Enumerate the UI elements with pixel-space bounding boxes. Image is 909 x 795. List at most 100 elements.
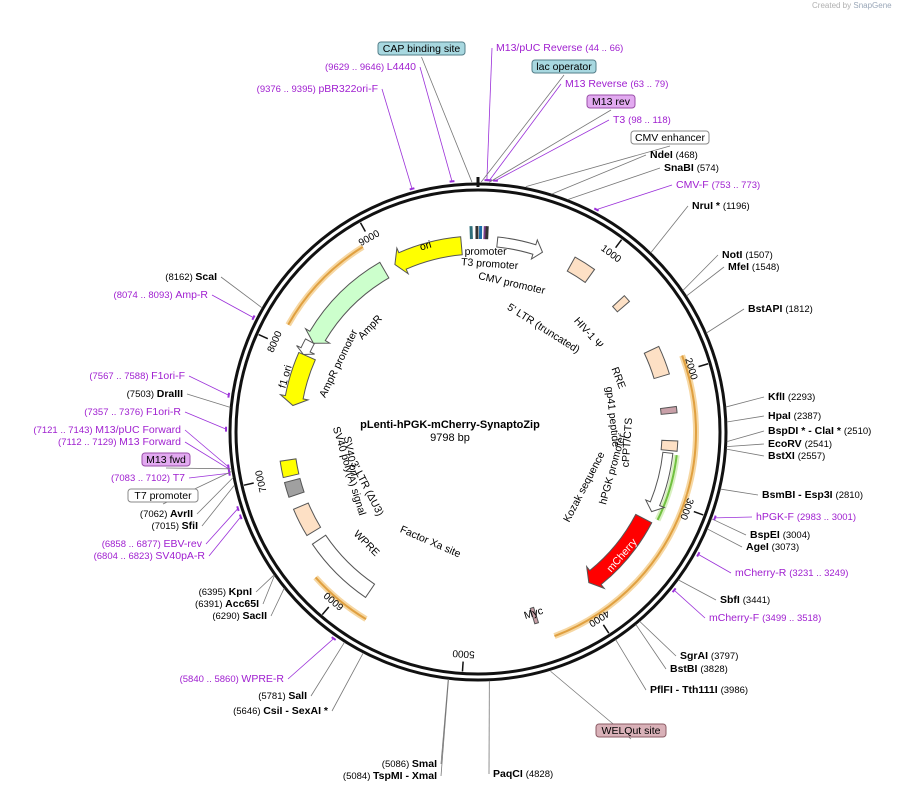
badge-m13-rev[interactable] xyxy=(586,94,636,109)
site-label-bstxi[interactable]: BstXI (2557) xyxy=(768,450,825,462)
feature-rre[interactable] xyxy=(643,345,671,380)
leader-sv40pa-r xyxy=(208,516,242,557)
feature-myc[interactable] xyxy=(529,606,540,625)
badge-cmv-enhancer[interactable] xyxy=(630,130,710,145)
primer-label-f1ori-f[interactable]: (7567 .. 7588) F1ori-F xyxy=(89,370,185,382)
primer-mark-sv40pa-r xyxy=(238,514,243,520)
feature-sv40-poly-a-signal[interactable] xyxy=(283,477,305,498)
site-label-bspei[interactable]: BspEI (3004) xyxy=(750,529,810,541)
feature-ori[interactable] xyxy=(394,236,463,276)
primer-label-l4440[interactable]: (9629 .. 9646) L4440 xyxy=(325,61,416,73)
ruler-tick-6000 xyxy=(321,606,330,616)
origin-marker-4 xyxy=(485,226,489,240)
primer-label-ebv-rev[interactable]: (6858 .. 6877) EBV-rev xyxy=(102,538,203,550)
feature-5-ltr-truncated[interactable] xyxy=(566,256,596,284)
badge-lac-operator[interactable] xyxy=(531,59,597,74)
site-label-bstbi[interactable]: BstBI (3828) xyxy=(670,663,728,675)
leader-pbr322ori-f xyxy=(381,88,413,189)
leader-ndei xyxy=(551,154,647,195)
primer-label-sv40pa-r[interactable]: (6804 .. 6823) SV40pA-R xyxy=(94,550,206,562)
feature-ampr-promoter[interactable] xyxy=(296,338,315,356)
feature-sv40-ori[interactable] xyxy=(279,458,300,479)
primer-label-m13-reverse[interactable]: M13 Reverse (63 .. 79) xyxy=(565,78,668,90)
primer-label-pbr322ori-f[interactable]: (9376 .. 9395) pBR322ori-F xyxy=(257,83,378,95)
site-label-kfli[interactable]: KflI (2293) xyxy=(768,391,815,403)
feature-wpre[interactable] xyxy=(311,534,376,599)
site-label-ecorv[interactable]: EcoRV (2541) xyxy=(768,438,832,450)
badge-label-welqut-site: WELQut site xyxy=(602,725,661,737)
primer-label-hpgk-f[interactable]: hPGK-F (2983 .. 3001) xyxy=(756,511,856,523)
site-label-avrii[interactable]: (7062) AvrII xyxy=(140,508,193,520)
site-label-csii-sexai[interactable]: (5646) CsiI - SexAI * xyxy=(233,705,329,717)
site-label-acc65i[interactable]: (6391) Acc65I xyxy=(195,598,259,610)
primer-label-cmv-f[interactable]: CMV-F (753 .. 773) xyxy=(676,179,760,191)
feature-f1-ori[interactable] xyxy=(278,351,316,407)
primer-mark-mcherry-f xyxy=(671,587,677,593)
primer-label-mcherry-f[interactable]: mCherry-F (3499 .. 3518) xyxy=(709,612,821,624)
site-label-snabi[interactable]: SnaBI (574) xyxy=(664,162,719,174)
site-label-tspmi-xmai[interactable]: (5084) TspMI - XmaI xyxy=(343,770,437,782)
badge-t7-promoter[interactable] xyxy=(127,488,199,503)
primer-label-f1ori-r[interactable]: (7357 .. 7376) F1ori-R xyxy=(84,406,181,418)
feature-mcherry[interactable] xyxy=(585,513,653,590)
site-label-scai[interactable]: (8162) ScaI xyxy=(165,271,217,283)
site-label-sgrai[interactable]: SgrAI (3797) xyxy=(680,650,738,662)
site-label-ndei[interactable]: NdeI (468) xyxy=(650,149,698,161)
leader-lac-operator xyxy=(480,74,565,183)
primer-label-t7[interactable]: (7083 .. 7102) T7 xyxy=(111,472,185,484)
site-label-noti[interactable]: NotI (1507) xyxy=(722,249,773,261)
credit-prefix: Created by xyxy=(812,1,852,10)
site-label-draiii[interactable]: (7503) DraIII xyxy=(127,388,183,400)
feature-ampr[interactable] xyxy=(304,261,390,344)
primer-label-amp-r[interactable]: (8074 .. 8093) Amp-R xyxy=(114,289,209,301)
primer-mark-wpre-r xyxy=(331,636,337,641)
site-label-bspdi-clai[interactable]: BspDI * - ClaI * (2510) xyxy=(768,425,871,437)
site-label-sali[interactable]: (5781) SalI xyxy=(258,690,307,702)
site-label-smai[interactable]: (5086) SmaI xyxy=(382,758,437,770)
snapgene-credit: Created by SnapGene xyxy=(812,1,892,10)
ruler-tick-7000 xyxy=(243,482,254,486)
feature-3-ltr-u3[interactable] xyxy=(292,502,322,537)
ruler-tick-8000 xyxy=(258,333,269,340)
site-label-bsmbi-esp3i[interactable]: BsmBI - Esp3I (2810) xyxy=(762,489,863,501)
site-label-nrui[interactable]: NruI * (1196) xyxy=(692,200,750,212)
badge-welqut-site[interactable] xyxy=(595,723,667,738)
leader-m13-reverse xyxy=(489,83,562,181)
primer-mark-mcherry-r xyxy=(696,551,701,557)
site-label-sfii[interactable]: (7015) SfiI xyxy=(152,520,199,532)
primer-label-wpre-r[interactable]: (5840 .. 5860) WPRE-R xyxy=(180,673,285,685)
orf-arc-green xyxy=(656,454,678,521)
ruler-tick-4000 xyxy=(602,624,610,634)
primer-label-m13-puc-forward[interactable]: (7121 .. 7143) M13/pUC Forward xyxy=(33,424,181,436)
feature-gp41-peptide[interactable] xyxy=(659,405,678,415)
leader-bstapi xyxy=(706,308,745,334)
site-label-sbfi[interactable]: SbfI (3441) xyxy=(720,594,770,606)
feature-hiv-1[interactable] xyxy=(611,294,631,313)
leader-agei xyxy=(707,528,743,548)
site-label-paqci[interactable]: PaqCI (4828) xyxy=(493,768,553,780)
leader-scai xyxy=(220,276,263,309)
site-labels[interactable]: NdeI (468)SnaBI (574) NruI * (1196) NotI (… xyxy=(33,41,871,782)
primer-label-m13-forward[interactable]: (7112 .. 7129) M13 Forward xyxy=(58,436,181,448)
feature-label-cppt-cts: cPPT/CTS xyxy=(620,417,636,467)
leader-m13-puc-reverse xyxy=(486,47,493,181)
site-label-pflfi-tth111i[interactable]: PflFI - Tth111I (3986) xyxy=(650,684,748,696)
badge-cap-binding-site[interactable] xyxy=(377,41,466,56)
site-label-mfei[interactable]: MfeI (1548) xyxy=(728,261,779,273)
primer-label-t3[interactable]: T3 (98 .. 118) xyxy=(613,114,671,126)
primer-label-m13-puc-reverse[interactable]: M13/pUC Reverse (44 .. 66) xyxy=(496,42,623,54)
site-label-agei[interactable]: AgeI (3073) xyxy=(746,541,799,553)
site-label-kpni[interactable]: (6395) KpnI xyxy=(199,586,253,598)
site-label-sacii[interactable]: (6290) SacII xyxy=(212,610,267,622)
leader-cmv-enhancer xyxy=(525,145,671,187)
primer-label-mcherry-r[interactable]: mCherry-R (3231 .. 3249) xyxy=(735,567,848,579)
leader-smai xyxy=(440,679,449,765)
site-label-bstapi[interactable]: BstAPI (1812) xyxy=(748,303,813,315)
badge-m13-fwd[interactable] xyxy=(141,452,191,467)
leader-wpre-r xyxy=(287,638,334,680)
feature-cmv-promoter[interactable] xyxy=(496,236,544,261)
feature-hpgk-promoter[interactable] xyxy=(644,451,674,513)
site-label-hpai[interactable]: HpaI (2387) xyxy=(768,410,821,422)
feature-cppt-cts[interactable] xyxy=(660,439,679,452)
